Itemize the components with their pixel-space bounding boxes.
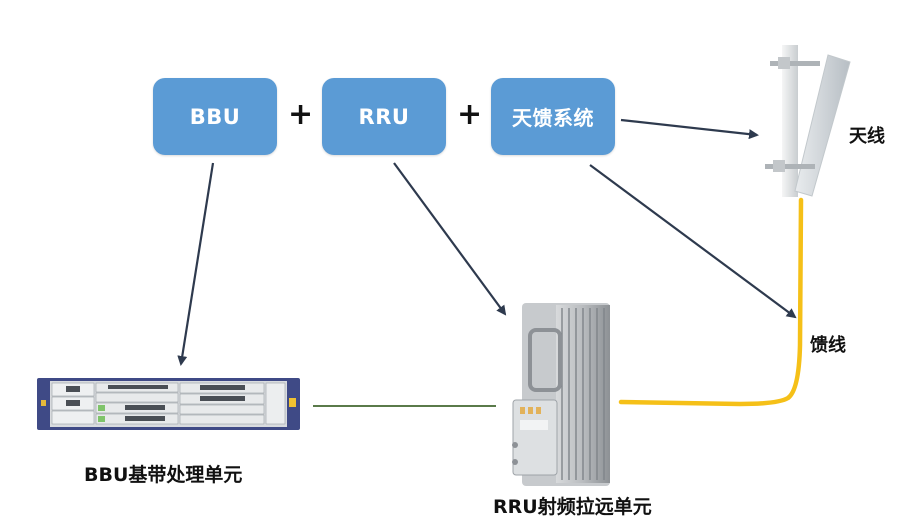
feeder-cable: [618, 197, 804, 407]
rru-unit-image: [512, 303, 610, 486]
antenna-system-box: 天馈系统: [491, 78, 615, 155]
feeder-label: 馈线: [810, 335, 846, 356]
bbu-unit-label: BBU基带处理单元: [84, 464, 243, 486]
plus-sign: +: [288, 97, 314, 132]
arrow-antenna-system-to-feeder: [589, 164, 797, 319]
arrow-rru-to-unit: [393, 162, 507, 316]
arrow-antenna-system-to-antenna: [620, 118, 759, 140]
antenna-label: 天线: [849, 126, 885, 147]
plus-sign: +: [457, 97, 483, 132]
bbu-box: BBU: [153, 78, 277, 155]
bbu-chassis-image: [37, 378, 300, 430]
rru-unit-label: RRU射频拉远单元: [493, 496, 652, 518]
rru-box: RRU: [322, 78, 446, 155]
arrow-bbu-to-unit: [177, 162, 215, 366]
antenna-image: [765, 45, 851, 197]
